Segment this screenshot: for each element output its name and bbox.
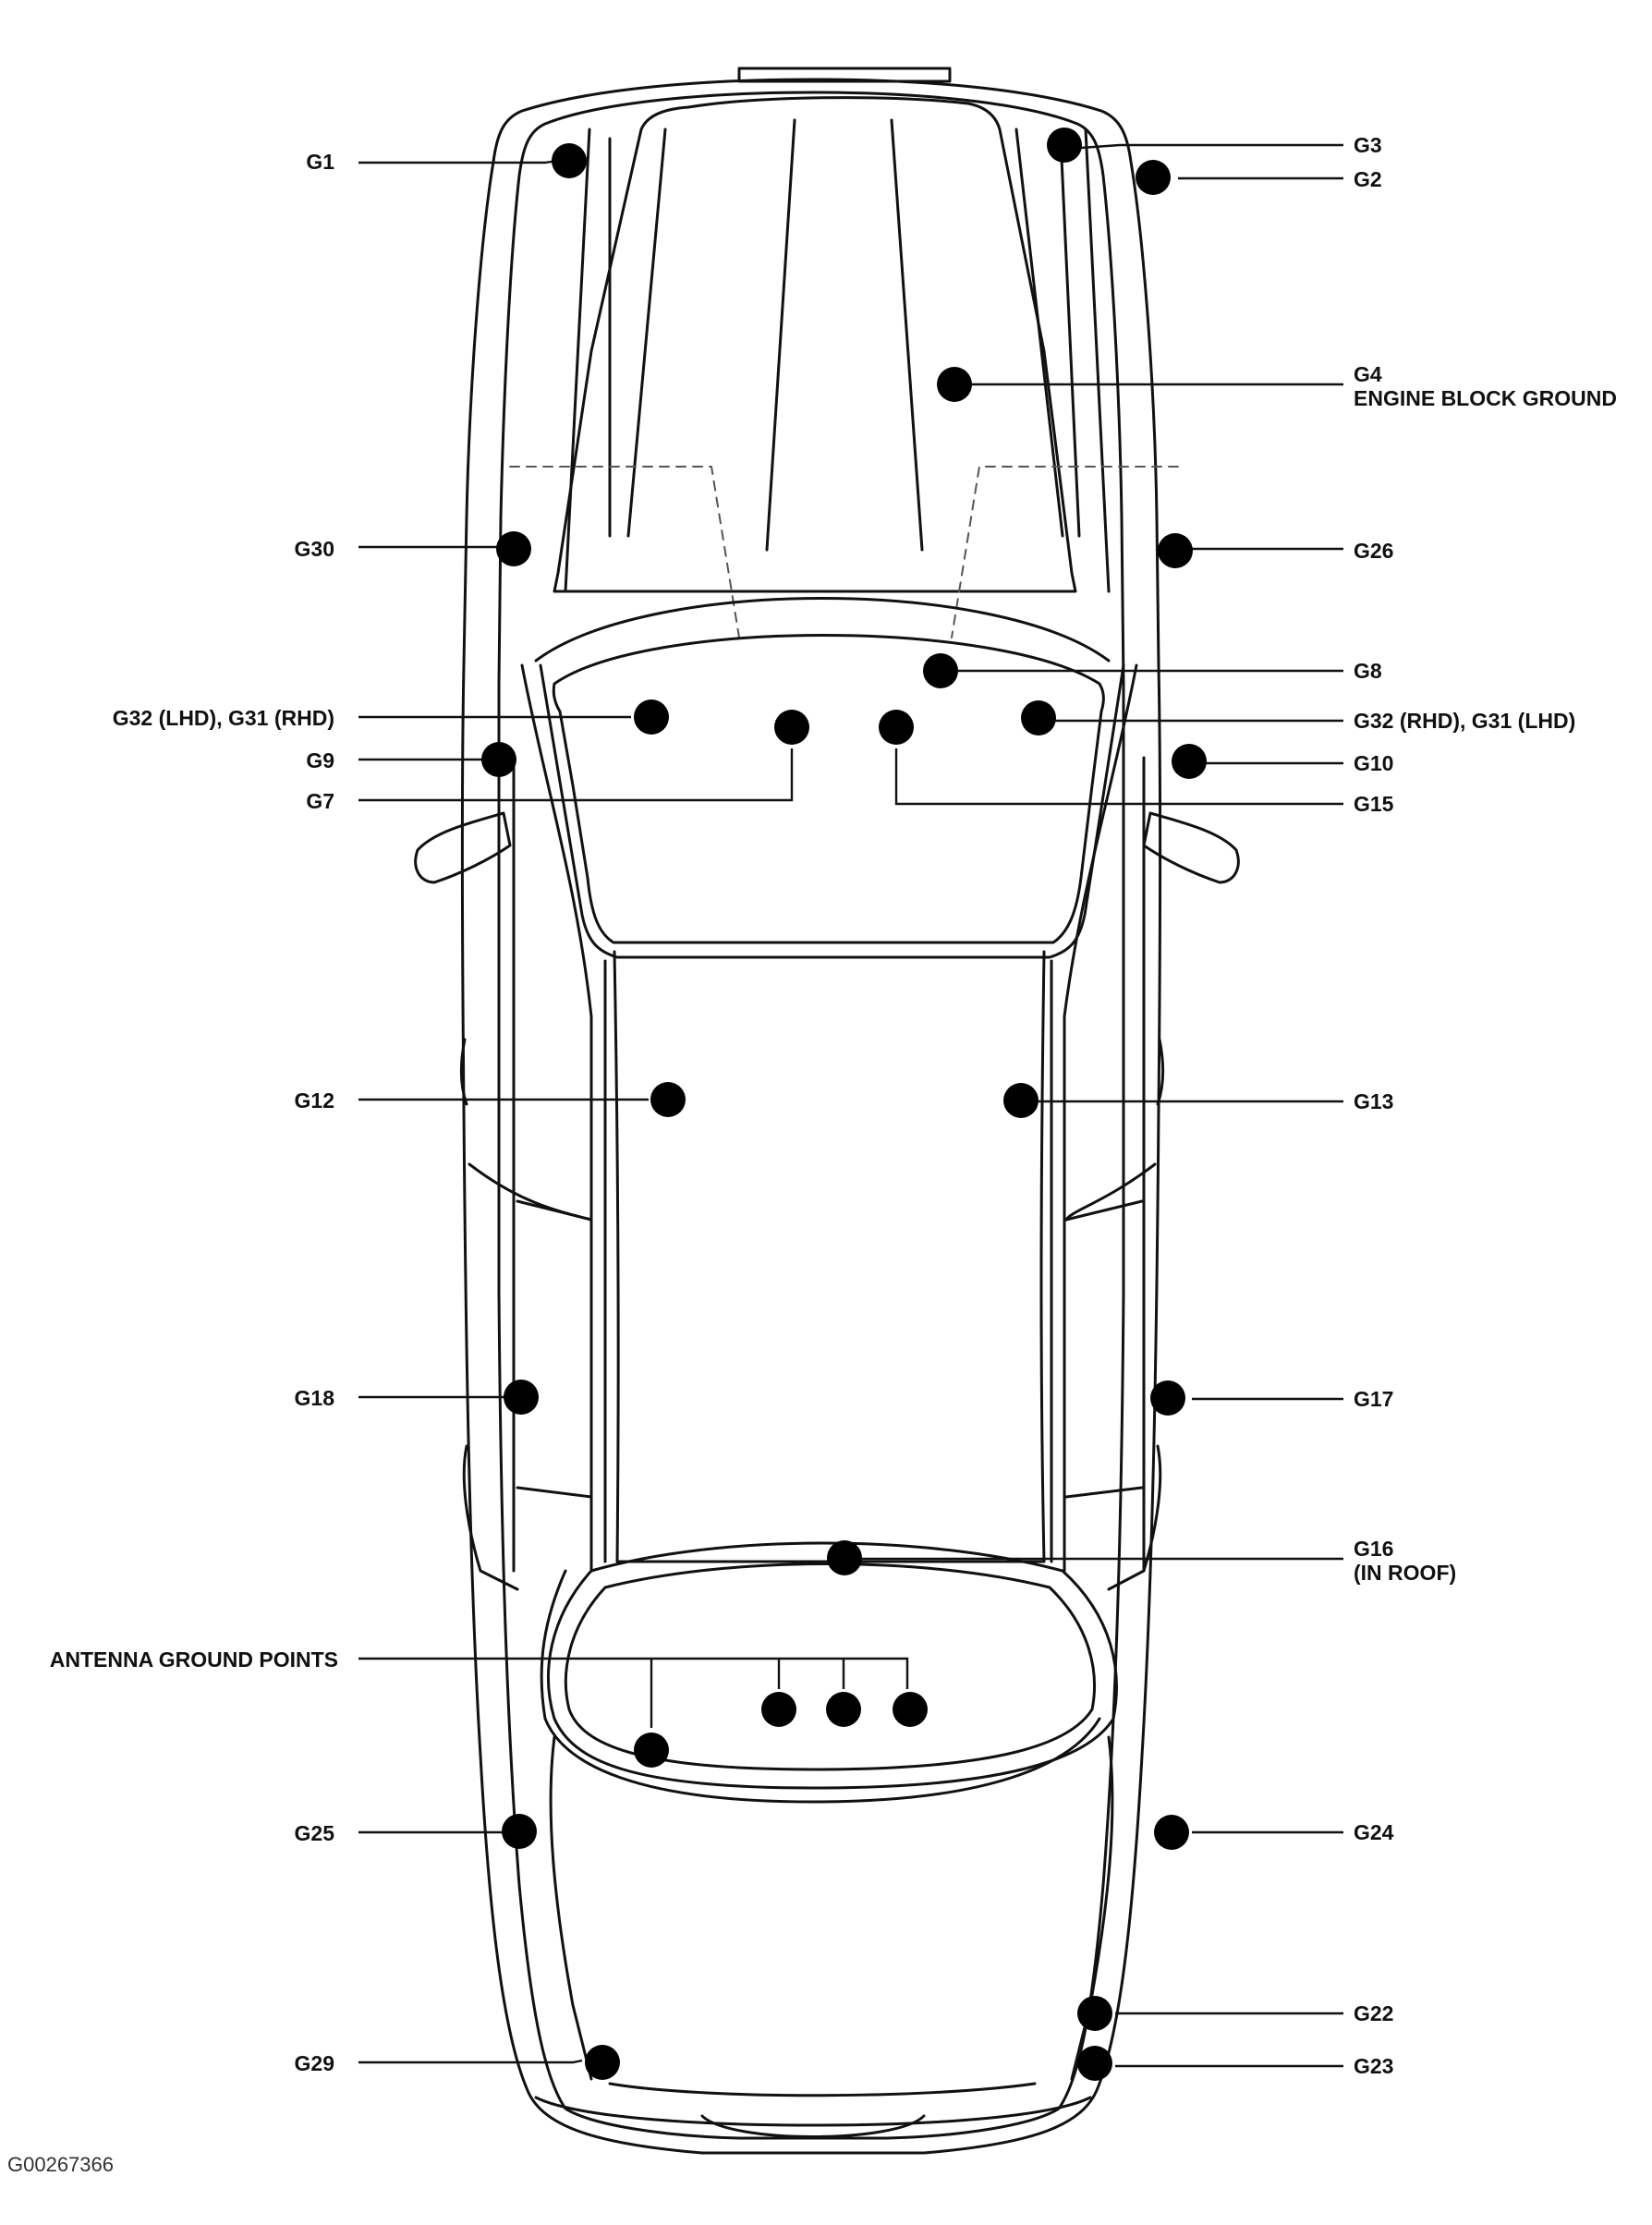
ground-point-g15 xyxy=(879,710,914,745)
label-g1: G1 xyxy=(306,150,334,174)
left-mirror xyxy=(414,811,512,884)
label-g16-code: G16 xyxy=(1354,1537,1394,1561)
antenna-ground-point-2 xyxy=(761,1692,796,1727)
ground-point-g2 xyxy=(1136,160,1171,195)
label-g18: G18 xyxy=(294,1386,334,1410)
figure-code: G00267366 xyxy=(7,2153,114,2176)
label-g32-rhd-g31-lhd: G32 (RHD), G31 (LHD) xyxy=(1354,709,1576,733)
leader-lines xyxy=(358,143,1343,2068)
ground-point-g32-left xyxy=(634,699,669,735)
ground-point-g12 xyxy=(650,1082,686,1117)
label-g3: G3 xyxy=(1354,133,1382,157)
label-g12: G12 xyxy=(294,1088,334,1112)
label-g15: G15 xyxy=(1354,792,1394,816)
ground-points xyxy=(481,128,1207,2081)
label-g4-description: ENGINE BLOCK GROUND xyxy=(1354,386,1617,410)
label-g32-lhd-g31-rhd: G32 (LHD), G31 (RHD) xyxy=(112,706,334,730)
rear-window xyxy=(546,1541,1118,1790)
ground-point-g32-right xyxy=(1021,700,1056,736)
car-body-outline xyxy=(461,78,1161,2155)
label-g4-code: G4 xyxy=(1354,362,1382,386)
antenna-ground-point-3 xyxy=(826,1692,861,1727)
label-g25: G25 xyxy=(294,1821,334,1845)
ground-point-g24 xyxy=(1154,1815,1189,1850)
ground-point-g25 xyxy=(502,1814,537,1849)
ground-point-g8 xyxy=(923,653,958,688)
ground-point-g22 xyxy=(1077,1996,1112,2031)
label-g29: G29 xyxy=(294,2051,334,2075)
label-g26: G26 xyxy=(1354,539,1394,563)
antenna-ground-point-4 xyxy=(893,1692,928,1727)
ground-point-g17 xyxy=(1150,1380,1185,1416)
ground-point-g4 xyxy=(937,367,972,402)
label-g30: G30 xyxy=(294,537,334,561)
cowl-line xyxy=(534,597,1111,663)
ground-point-g30 xyxy=(496,531,531,566)
windshield xyxy=(552,634,1105,944)
label-g23: G23 xyxy=(1354,2054,1394,2078)
ground-point-g26 xyxy=(1158,533,1193,568)
ground-point-g7 xyxy=(774,710,809,745)
label-g2: G2 xyxy=(1354,167,1382,191)
car-outline xyxy=(414,67,1240,2155)
ground-point-g9 xyxy=(481,742,516,777)
ground-point-g29 xyxy=(585,2045,620,2080)
label-g22: G22 xyxy=(1354,2001,1394,2025)
label-g10: G10 xyxy=(1354,751,1394,775)
label-g7: G7 xyxy=(306,789,334,813)
ground-point-g13 xyxy=(1003,1083,1039,1118)
label-g8: G8 xyxy=(1354,659,1382,683)
right-mirror xyxy=(1142,811,1240,884)
label-antenna-ground-points: ANTENNA GROUND POINTS xyxy=(49,1647,338,1672)
antenna-ground-point-1 xyxy=(634,1733,669,1768)
label-g17: G17 xyxy=(1354,1387,1394,1411)
hood-panel xyxy=(553,96,1077,593)
ground-point-g16 xyxy=(827,1540,862,1575)
label-g4: G4 ENGINE BLOCK GROUND xyxy=(1354,362,1617,410)
label-g9: G9 xyxy=(306,748,334,772)
label-g13: G13 xyxy=(1354,1089,1394,1113)
ground-point-g23 xyxy=(1077,2046,1112,2081)
ground-point-g3 xyxy=(1047,128,1082,163)
ground-point-g18 xyxy=(504,1380,539,1415)
label-g16: G16 (IN ROOF) xyxy=(1354,1537,1456,1585)
label-g16-description: (IN ROOF) xyxy=(1354,1561,1457,1585)
label-g24: G24 xyxy=(1354,1820,1394,1844)
ground-point-g1 xyxy=(552,143,587,178)
ground-point-g10 xyxy=(1172,744,1207,779)
front-license-plate xyxy=(737,67,952,83)
